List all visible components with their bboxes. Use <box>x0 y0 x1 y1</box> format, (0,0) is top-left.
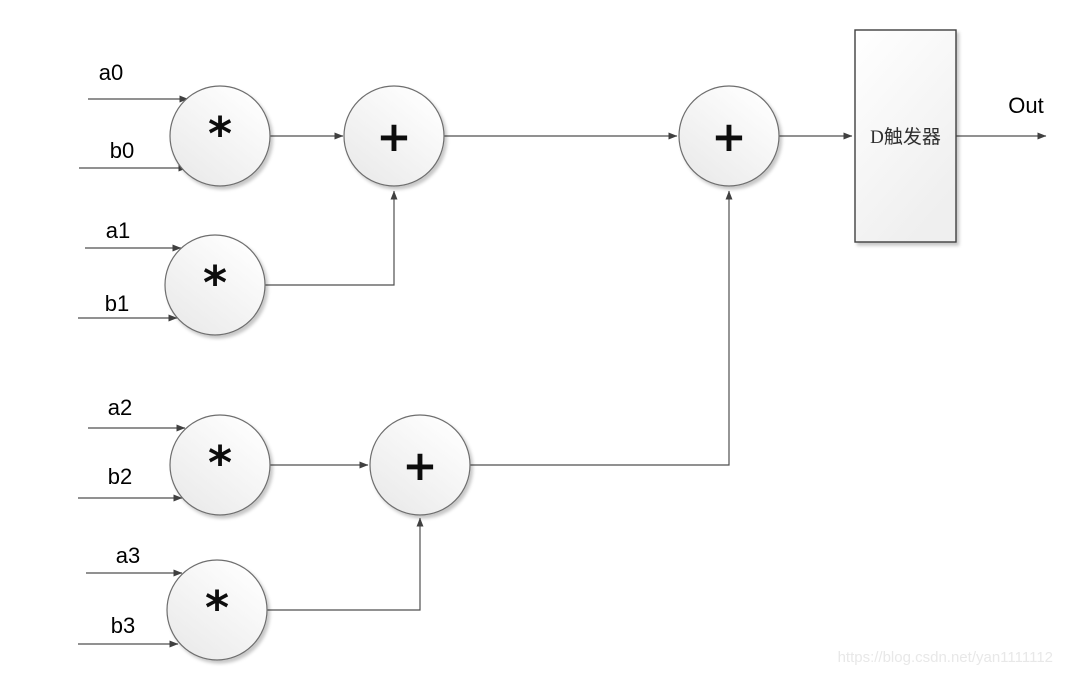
multiply-symbol: * <box>205 581 229 635</box>
nodes-layer <box>164 29 957 661</box>
multiply-symbol: * <box>208 436 232 490</box>
multiply-symbol: * <box>208 107 232 161</box>
d-flipflop-label: D触发器 <box>870 126 941 148</box>
plus-symbol: + <box>402 441 437 490</box>
input-label-a0: a0 <box>99 60 123 85</box>
input-label-a1: a1 <box>106 218 130 243</box>
adder-node-add2 <box>678 85 780 187</box>
input-label-b3: b3 <box>111 613 135 638</box>
labels-layer: a0 b0 a1 b1 a2 b2 a3 b3 * * * * + + + D触发器 <box>99 60 941 638</box>
multiplier-node-mul3 <box>166 559 268 661</box>
input-label-a3: a3 <box>116 543 140 568</box>
d-flipflop-box <box>854 29 957 243</box>
multiplier-node-mul1 <box>164 234 266 336</box>
input-label-b0: b0 <box>110 138 134 163</box>
connector-mul3-to-add1 <box>267 517 424 611</box>
multiplier-node-mul0 <box>169 85 271 187</box>
plus-symbol: + <box>376 112 411 161</box>
input-label-b2: b2 <box>108 464 132 489</box>
adder-node-add0 <box>343 85 445 187</box>
multiplier-node-mul2 <box>169 414 271 516</box>
wires-layer <box>78 95 1047 648</box>
output-label: Out <box>1008 93 1043 118</box>
watermark-text: https://blog.csdn.net/yan1111112 <box>838 649 1053 666</box>
connector-add1-to-add2 <box>470 190 733 466</box>
input-label-a2: a2 <box>108 395 132 420</box>
connector-mul1-to-add0 <box>265 190 398 286</box>
plus-symbol: + <box>711 112 746 161</box>
adder-node-add1 <box>369 414 471 516</box>
input-label-b1: b1 <box>105 291 129 316</box>
multiply-symbol: * <box>203 256 227 310</box>
